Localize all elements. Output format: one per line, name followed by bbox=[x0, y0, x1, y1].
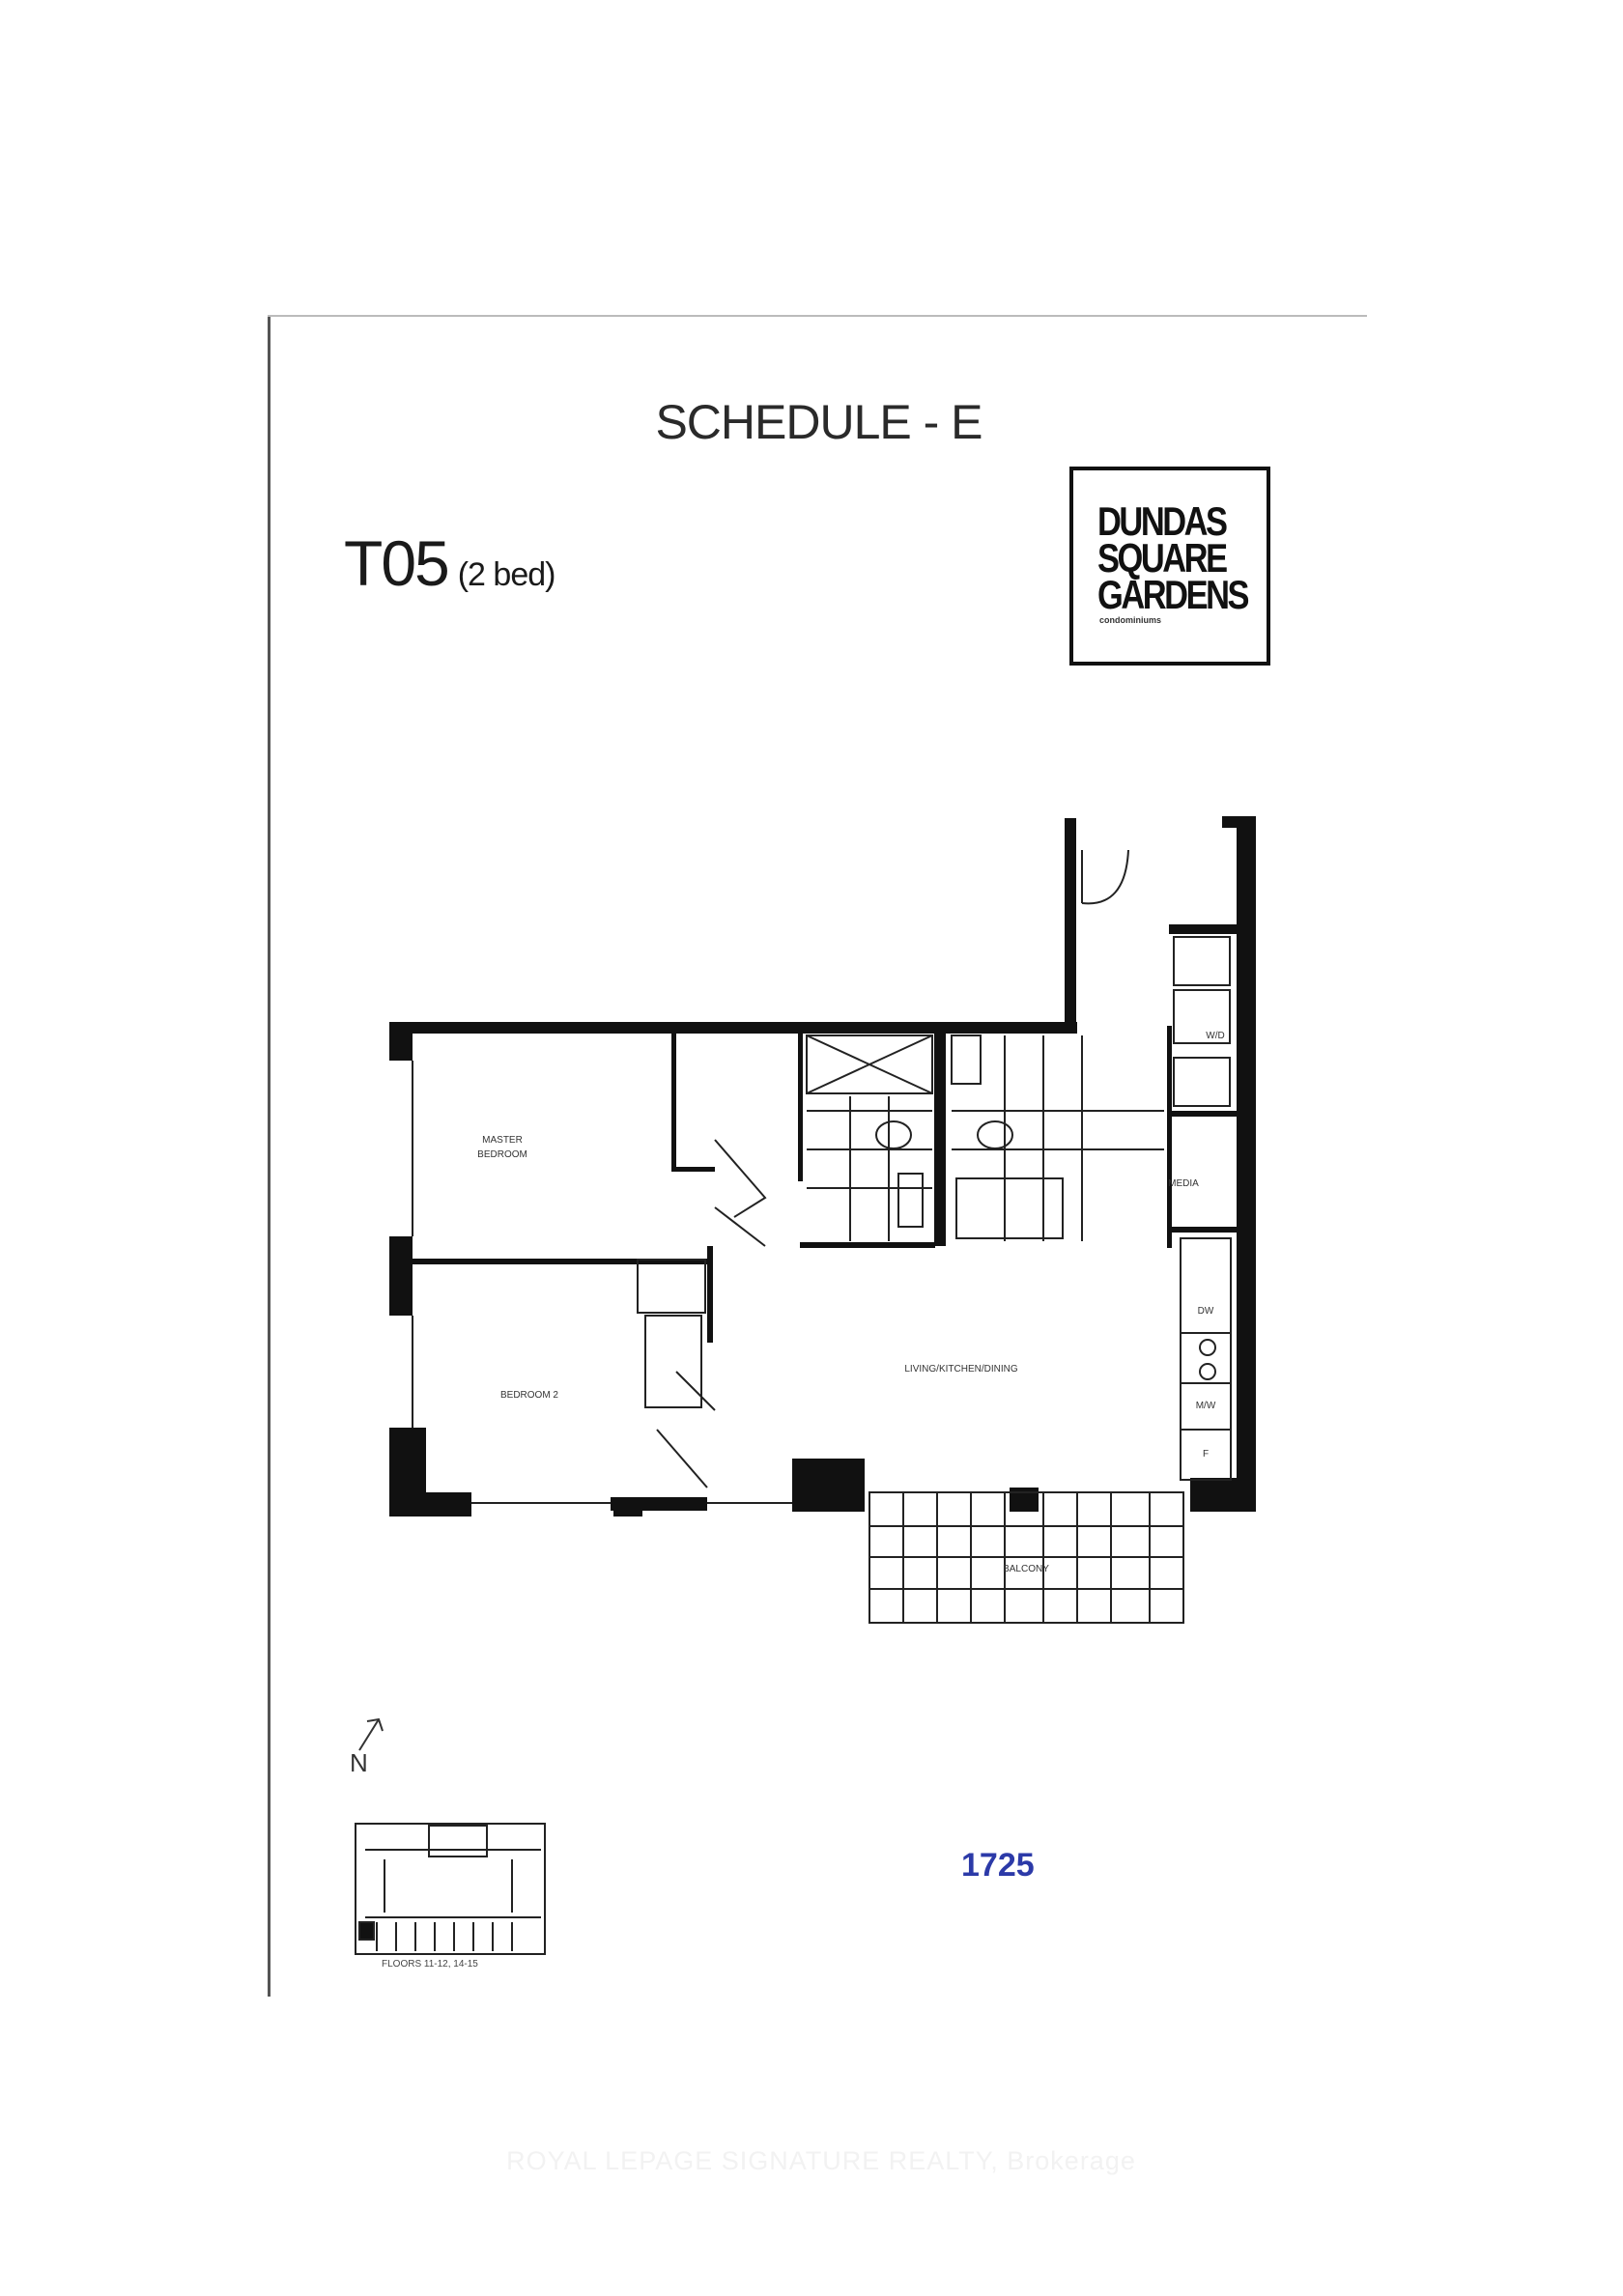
key-plan bbox=[355, 1823, 546, 1955]
compass-label: N bbox=[350, 1748, 368, 1777]
room-label-master-1: MASTER bbox=[482, 1135, 523, 1146]
label-dw: DW bbox=[1198, 1306, 1214, 1317]
plan-fixtures bbox=[412, 849, 1232, 1624]
unit-code: T05 bbox=[344, 527, 450, 599]
brokerage-watermark: ROYAL LEPAGE SIGNATURE REALTY, Brokerage bbox=[506, 2146, 1136, 2175]
unit-title: T05(2 bed) bbox=[344, 526, 555, 600]
logo-line-2: SQUARE bbox=[1097, 535, 1228, 581]
room-label-living: LIVING/KITCHEN/DINING bbox=[904, 1364, 1017, 1375]
room-label-bedroom-2: BEDROOM 2 bbox=[500, 1390, 558, 1401]
sheet-left-edge bbox=[268, 316, 270, 1997]
label-mw: M/W bbox=[1196, 1401, 1216, 1411]
schedule-title: SCHEDULE - E bbox=[655, 395, 982, 449]
logo-tagline: condominiums bbox=[1099, 615, 1162, 625]
north-arrow-icon bbox=[358, 1717, 384, 1751]
dundas-square-gardens-logo: DUNDAS SQUARE GARDENS condominiums bbox=[1069, 467, 1270, 666]
logo-line-3: GARDENS bbox=[1097, 572, 1249, 617]
unit-type: (2 bed) bbox=[457, 556, 556, 593]
plan-walls bbox=[389, 816, 1256, 1516]
sheet-top-edge bbox=[268, 315, 1367, 317]
logo-line-1: DUNDAS bbox=[1097, 498, 1228, 544]
key-plan-caption: FLOORS 11-12, 14-15 bbox=[382, 1959, 478, 1970]
area-label: 1725 bbox=[961, 1847, 1035, 1884]
label-fridge: F bbox=[1203, 1449, 1209, 1460]
room-label-balcony: BALCONY bbox=[1003, 1564, 1049, 1574]
room-label-master-2: BEDROOM bbox=[477, 1149, 527, 1160]
room-label-media: MEDIA bbox=[1168, 1178, 1199, 1189]
label-wd: W/D bbox=[1206, 1031, 1224, 1041]
